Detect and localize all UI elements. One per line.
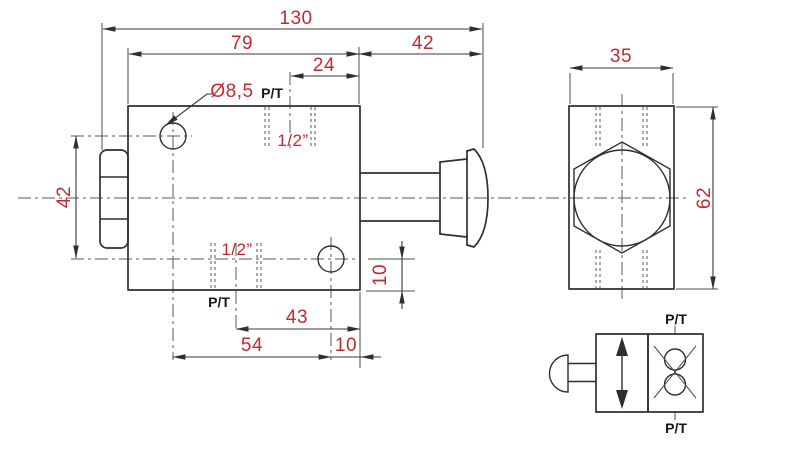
- symbol-port-label-top: P/T: [665, 311, 687, 327]
- upper-port-thread-lines: [264, 107, 316, 147]
- push-button: [548, 354, 596, 393]
- dimensions: 130 79 42 24 35 42 62 43: [54, 8, 716, 360]
- hex-outline: [573, 141, 671, 254]
- dim-text-10-right: 10: [370, 264, 391, 286]
- plunger-cap: [466, 148, 489, 248]
- upper-port-label: P/T: [261, 85, 283, 101]
- dim-side-width: 35: [569, 46, 674, 71]
- hex-inscribed-circle: [573, 149, 671, 247]
- dim-text-24: 24: [313, 55, 335, 76]
- dim-text-hole-diameter: Ø8,5: [210, 81, 253, 102]
- upper-port-thread-label: 1/2”: [277, 131, 308, 150]
- dim-actuator-length: 42: [358, 33, 483, 57]
- dim-text-42-left: 42: [54, 186, 75, 208]
- dim-holes-horizontal-spacing: 54: [172, 335, 332, 360]
- side-thread-lines: [595, 107, 648, 288]
- centerlines: [18, 72, 688, 360]
- dim-text-10-bottom: 10: [335, 335, 357, 356]
- check-valve-symbol: [653, 345, 697, 399]
- dim-text-42-top: 42: [412, 33, 434, 54]
- dim-text-54: 54: [241, 335, 263, 356]
- hole-diameter-callout: Ø8,5: [165, 81, 253, 126]
- dim-overall-length: 130: [102, 8, 483, 32]
- main-view: [99, 105, 489, 291]
- dim-lower-port-to-edge: 43: [235, 307, 361, 332]
- dim-body-length: 79: [128, 33, 360, 57]
- symbol-port-label-bottom: P/T: [665, 420, 687, 436]
- dim-text-79: 79: [231, 33, 253, 54]
- dim-text-43: 43: [286, 307, 308, 328]
- dim-upper-port-to-edge: 24: [290, 55, 360, 79]
- lower-port-label: P/T: [208, 294, 230, 310]
- lower-port-thread-lines: [210, 243, 262, 289]
- side-view: [568, 105, 675, 290]
- dim-side-height: 62: [694, 106, 716, 290]
- double-arrow: [616, 337, 628, 409]
- dim-lower-hole-to-edge: 10: [331, 335, 381, 360]
- hydraulic-symbol: P/T P/T: [548, 311, 704, 436]
- lower-port-thread-label: 1/2”: [221, 240, 252, 259]
- mounting-hole-bottom: [317, 245, 345, 273]
- dim-text-62: 62: [694, 187, 715, 209]
- plunger: [359, 148, 489, 248]
- dim-lower-hole-to-bottom: 10: [370, 241, 405, 309]
- dim-text-35: 35: [610, 46, 632, 67]
- dim-holes-vertical-spacing: 42: [54, 135, 79, 259]
- dim-text-130: 130: [279, 8, 312, 29]
